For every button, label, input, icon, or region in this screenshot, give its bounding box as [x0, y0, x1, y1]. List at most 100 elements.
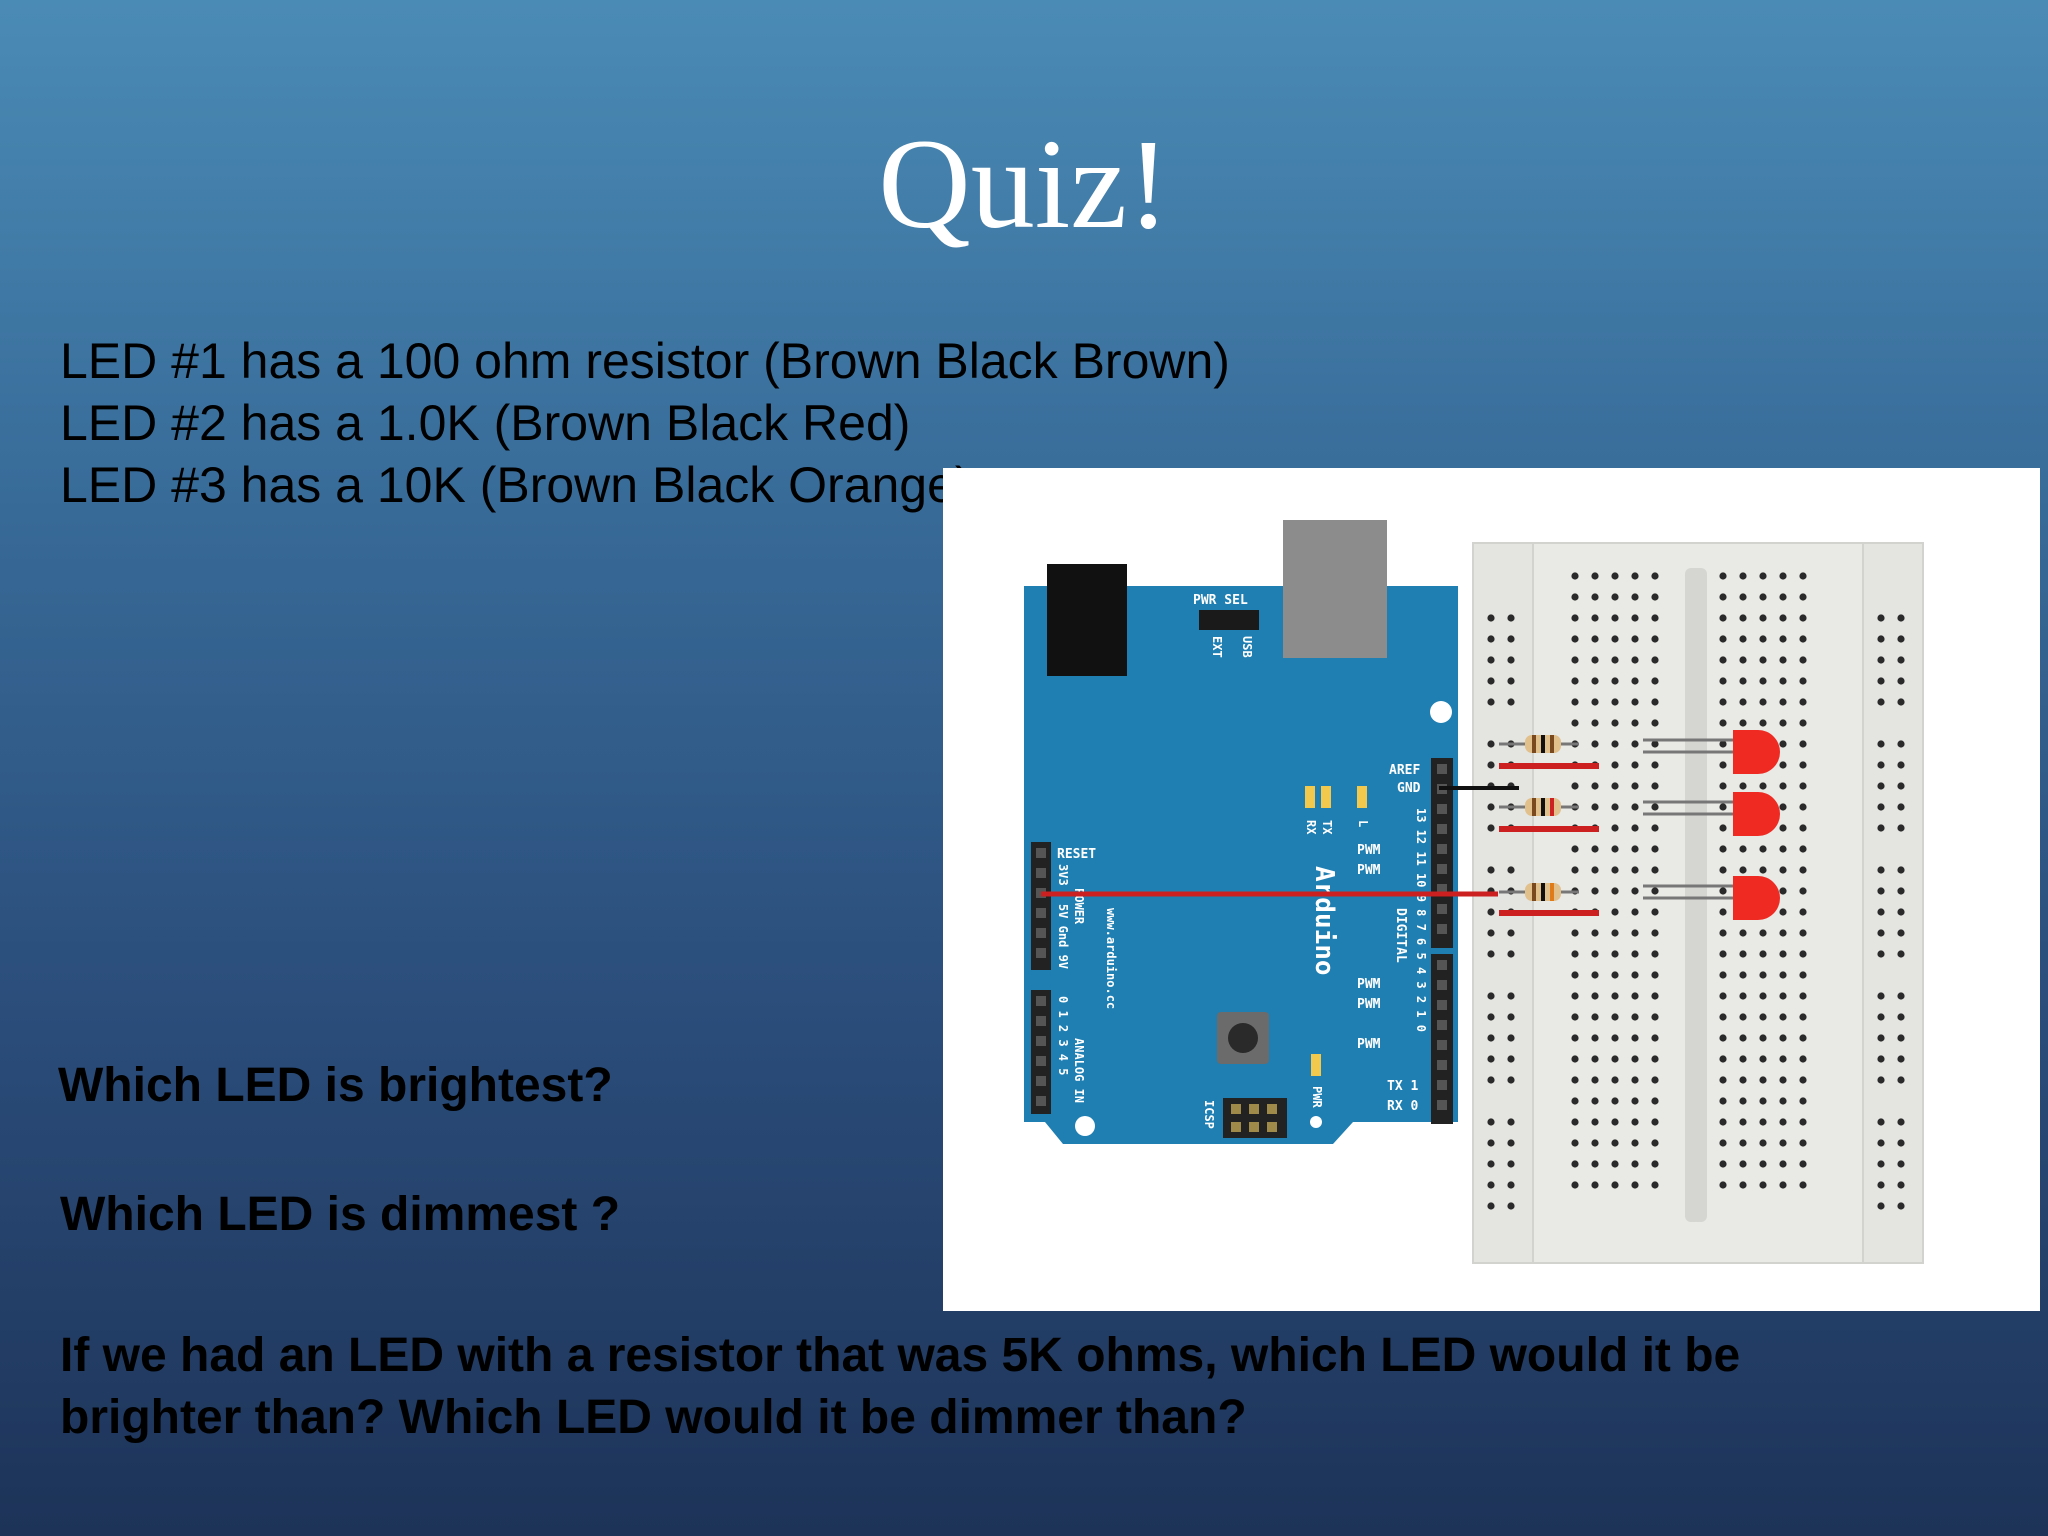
- breadboard-hole: [1591, 929, 1599, 937]
- breadboard-hole: [1611, 1118, 1619, 1126]
- breadboard-hole: [1571, 635, 1579, 643]
- breadboard-hole: [1759, 1181, 1767, 1189]
- breadboard-hole: [1739, 866, 1747, 874]
- breadboard-hole: [1571, 1055, 1579, 1063]
- breadboard-hole: [1719, 971, 1727, 979]
- breadboard-hole: [1651, 761, 1659, 769]
- breadboard-hole: [1591, 614, 1599, 622]
- breadboard-hole: [1651, 1034, 1659, 1042]
- breadboard-hole: [1651, 1160, 1659, 1168]
- header-pin: [1437, 904, 1447, 914]
- rail-hole: [1487, 1202, 1495, 1210]
- breadboard-hole: [1651, 803, 1659, 811]
- breadboard-hole: [1779, 1118, 1787, 1126]
- breadboard-hole: [1779, 677, 1787, 685]
- rail-hole: [1507, 1076, 1515, 1084]
- breadboard-hole: [1611, 614, 1619, 622]
- breadboard-hole: [1759, 614, 1767, 622]
- breadboard-hole: [1799, 635, 1807, 643]
- breadboard-hole: [1651, 908, 1659, 916]
- breadboard-hole: [1631, 1118, 1639, 1126]
- breadboard-hole: [1719, 740, 1727, 748]
- breadboard-hole: [1759, 1160, 1767, 1168]
- breadboard-hole: [1739, 593, 1747, 601]
- breadboard-hole: [1719, 1013, 1727, 1021]
- breadboard-hole: [1779, 782, 1787, 790]
- breadboard-hole: [1779, 1055, 1787, 1063]
- icsp-pin: [1249, 1122, 1259, 1132]
- rail-hole: [1877, 887, 1885, 895]
- rail-hole: [1487, 698, 1495, 706]
- breadboard-hole: [1779, 1097, 1787, 1105]
- rail-hole: [1897, 824, 1905, 832]
- breadboard-hole: [1779, 803, 1787, 811]
- pwr-sel-label: PWR SEL: [1193, 593, 1248, 608]
- analog-in-label: ANALOG IN: [1072, 1038, 1086, 1103]
- rail-hole: [1507, 656, 1515, 664]
- header-pin: [1437, 884, 1447, 894]
- rail-hole: [1507, 1139, 1515, 1147]
- breadboard-hole: [1719, 1055, 1727, 1063]
- breadboard-hole: [1739, 971, 1747, 979]
- breadboard-hole: [1651, 719, 1659, 727]
- breadboard-hole: [1779, 761, 1787, 769]
- rail-hole: [1877, 824, 1885, 832]
- rail-hole: [1897, 1076, 1905, 1084]
- breadboard-hole: [1779, 1139, 1787, 1147]
- breadboard-hole: [1719, 593, 1727, 601]
- digital-header-bottom: [1431, 954, 1453, 1124]
- gnd-label: GND: [1397, 781, 1421, 796]
- breadboard-hole: [1611, 866, 1619, 874]
- breadboard-hole: [1799, 572, 1807, 580]
- breadboard-hole: [1631, 1034, 1639, 1042]
- breadboard-hole: [1759, 635, 1767, 643]
- icsp-pin: [1231, 1104, 1241, 1114]
- breadboard-hole: [1611, 824, 1619, 832]
- led-1-description: LED #1 has a 100 ohm resistor (Brown Bla…: [60, 333, 1230, 389]
- rail-hole: [1877, 1181, 1885, 1189]
- pwm-label: PWM: [1357, 863, 1381, 878]
- header-pin: [1036, 948, 1046, 958]
- breadboard-hole: [1799, 1181, 1807, 1189]
- breadboard-hole: [1571, 929, 1579, 937]
- breadboard-hole: [1631, 887, 1639, 895]
- rail-hole: [1897, 1055, 1905, 1063]
- breadboard-hole: [1759, 1097, 1767, 1105]
- resistor-2: [1499, 798, 1579, 816]
- breadboard-hole: [1611, 803, 1619, 811]
- rx-led: [1305, 786, 1315, 808]
- led-1: [1643, 730, 1780, 774]
- breadboard-hole: [1571, 677, 1579, 685]
- breadboard-hole: [1631, 572, 1639, 580]
- rail-hole: [1897, 740, 1905, 748]
- breadboard-hole: [1799, 1013, 1807, 1021]
- rail-hole: [1487, 992, 1495, 1000]
- breadboard-hole: [1591, 866, 1599, 874]
- header-pin: [1437, 844, 1447, 854]
- breadboard-hole: [1759, 1013, 1767, 1021]
- breadboard-hole: [1611, 1055, 1619, 1063]
- reset-button-cap: [1228, 1023, 1258, 1053]
- breadboard-hole: [1631, 992, 1639, 1000]
- breadboard-hole: [1631, 1076, 1639, 1084]
- question-5k-comparison: If we had an LED with a resistor that wa…: [60, 1329, 1741, 1444]
- header-pin: [1437, 980, 1447, 990]
- gnd-9v-label: 5V Gnd 9V: [1056, 904, 1070, 969]
- breadboard-hole: [1591, 698, 1599, 706]
- breadboard-hole: [1719, 887, 1727, 895]
- icsp-pin: [1249, 1104, 1259, 1114]
- breadboard-hole: [1591, 1076, 1599, 1084]
- rail-hole: [1487, 656, 1495, 664]
- breadboard-hole: [1739, 992, 1747, 1000]
- breadboard-hole: [1739, 950, 1747, 958]
- breadboard-hole: [1739, 719, 1747, 727]
- rail-hole: [1487, 740, 1495, 748]
- rail-hole: [1877, 1118, 1885, 1126]
- rail-hole: [1897, 782, 1905, 790]
- breadboard-center-channel: [1685, 568, 1707, 1222]
- breadboard-hole: [1719, 1034, 1727, 1042]
- rail-hole: [1507, 698, 1515, 706]
- rail-hole: [1897, 992, 1905, 1000]
- rail-hole: [1897, 1181, 1905, 1189]
- breadboard-hole: [1779, 929, 1787, 937]
